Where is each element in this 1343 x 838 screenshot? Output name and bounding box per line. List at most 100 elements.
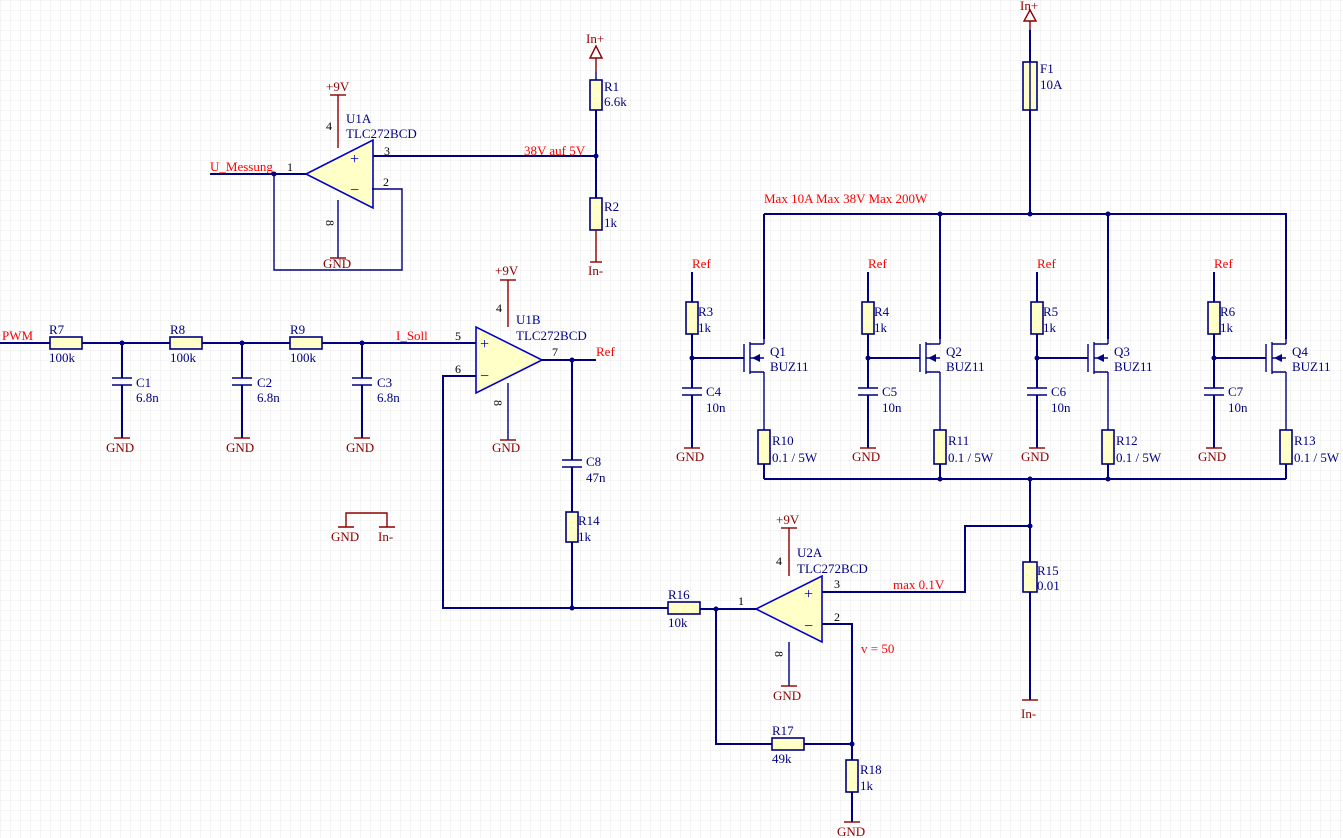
net-gain-label: v = 50 bbox=[861, 641, 894, 656]
svg-text:C5: C5 bbox=[882, 384, 897, 399]
svg-text:2: 2 bbox=[834, 610, 840, 624]
svg-text:6.8n: 6.8n bbox=[377, 390, 400, 405]
net-ref-label-u1b: Ref bbox=[596, 344, 615, 359]
u1a-section: In+ R1 6.6k R2 1k In- 38V auf 5V 3 + − 2… bbox=[210, 31, 627, 278]
r2-value: 1k bbox=[604, 215, 618, 230]
svg-text:1k: 1k bbox=[698, 320, 712, 335]
svg-text:8: 8 bbox=[323, 220, 337, 226]
svg-text:+: + bbox=[350, 151, 359, 168]
gnd-in-tie: GND In- bbox=[331, 512, 395, 544]
r17-resistor[interactable] bbox=[771, 737, 805, 751]
svg-text:BUZ11: BUZ11 bbox=[946, 359, 985, 374]
svg-text:GND: GND bbox=[676, 449, 704, 464]
svg-text:5: 5 bbox=[455, 329, 461, 343]
u1b-opamp[interactable] bbox=[475, 325, 544, 395]
r2-resistor[interactable] bbox=[589, 197, 603, 231]
svg-text:10n: 10n bbox=[706, 400, 726, 415]
svg-text:Ref: Ref bbox=[1037, 256, 1056, 271]
u2a-section: + − 3 2 1 v = 50 R16 10k R17 49k R18 1k … bbox=[667, 512, 894, 838]
r1-designator: R1 bbox=[604, 79, 619, 94]
u1a-designator: U1A bbox=[346, 111, 372, 126]
r1-resistor[interactable] bbox=[589, 79, 603, 111]
svg-text:10n: 10n bbox=[882, 400, 902, 415]
r11-resistor[interactable] bbox=[933, 429, 947, 465]
svg-text:49k: 49k bbox=[772, 751, 792, 766]
svg-text:GND: GND bbox=[837, 824, 865, 838]
svg-text:7: 7 bbox=[552, 345, 558, 359]
u1a-opamp[interactable] bbox=[304, 138, 374, 210]
svg-text:GND: GND bbox=[852, 449, 880, 464]
r15-shunt-resistor[interactable] bbox=[1022, 561, 1038, 593]
svg-text:100k: 100k bbox=[290, 350, 317, 365]
svg-text:BUZ11: BUZ11 bbox=[1114, 359, 1153, 374]
u1b-section: + − 5 6 7 Ref C8 47n R14 1k +9V 4 8 GND … bbox=[442, 263, 668, 611]
svg-text:GND: GND bbox=[226, 440, 254, 455]
svg-text:C8: C8 bbox=[586, 454, 601, 469]
svg-text:Q4: Q4 bbox=[1292, 344, 1308, 359]
r14-resistor[interactable] bbox=[565, 511, 579, 543]
svg-text:+: + bbox=[480, 336, 489, 353]
r4-resistor[interactable] bbox=[861, 301, 875, 335]
svg-text:Q1: Q1 bbox=[770, 344, 786, 359]
r3-resistor[interactable] bbox=[685, 301, 699, 335]
q1-mosfet[interactable] bbox=[743, 339, 765, 430]
u2a-opamp[interactable] bbox=[754, 574, 823, 644]
svg-text:0.01: 0.01 bbox=[1037, 578, 1060, 593]
svg-text:R3: R3 bbox=[698, 304, 713, 319]
svg-text:R4: R4 bbox=[874, 304, 890, 319]
r8-resistor[interactable] bbox=[169, 336, 203, 350]
u1b-part: TLC272BCD bbox=[516, 328, 587, 343]
in-plus-arrow-icon bbox=[588, 44, 604, 59]
svg-text:GND: GND bbox=[492, 440, 520, 455]
q3-mosfet[interactable] bbox=[1087, 339, 1109, 430]
svg-text:R17: R17 bbox=[772, 723, 794, 738]
in-minus-label-r2: In- bbox=[588, 263, 603, 278]
u1a-gnd-label: GND bbox=[323, 256, 351, 271]
q4-mosfet[interactable] bbox=[1265, 339, 1287, 430]
svg-text:GND: GND bbox=[1198, 449, 1226, 464]
svg-text:10k: 10k bbox=[668, 615, 688, 630]
r6-resistor[interactable] bbox=[1207, 301, 1221, 335]
svg-text:100k: 100k bbox=[49, 350, 76, 365]
svg-text:8: 8 bbox=[772, 651, 786, 657]
r18-resistor[interactable] bbox=[845, 759, 859, 793]
r1-value: 6.6k bbox=[604, 94, 627, 109]
r13-resistor[interactable] bbox=[1279, 429, 1293, 465]
svg-text:47n: 47n bbox=[586, 470, 606, 485]
svg-text:0.1 / 5W: 0.1 / 5W bbox=[1116, 450, 1162, 465]
svg-text:BUZ11: BUZ11 bbox=[770, 359, 809, 374]
svg-text:Q3: Q3 bbox=[1114, 344, 1130, 359]
r5-resistor[interactable] bbox=[1030, 301, 1044, 335]
svg-text:In-: In- bbox=[378, 529, 393, 544]
svg-text:R12: R12 bbox=[1116, 433, 1138, 448]
svg-text:GND: GND bbox=[773, 688, 801, 703]
svg-text:−: − bbox=[480, 368, 489, 385]
svg-text:C7: C7 bbox=[1228, 384, 1244, 399]
svg-text:C2: C2 bbox=[257, 375, 272, 390]
power-stage: In+ F1 10A Max 10A Max 38V Max 200W Ref … bbox=[676, 0, 1340, 721]
svg-text:R10: R10 bbox=[772, 433, 794, 448]
r16-resistor[interactable] bbox=[667, 601, 701, 615]
svg-text:6.8n: 6.8n bbox=[257, 390, 280, 405]
svg-text:GND: GND bbox=[346, 440, 374, 455]
svg-text:R6: R6 bbox=[1220, 304, 1236, 319]
r10-resistor[interactable] bbox=[757, 429, 771, 465]
r9-resistor[interactable] bbox=[289, 336, 323, 350]
r7-resistor[interactable] bbox=[49, 336, 83, 350]
svg-text:−: − bbox=[350, 182, 359, 199]
svg-text:0.1 / 5W: 0.1 / 5W bbox=[772, 450, 818, 465]
svg-text:1: 1 bbox=[287, 160, 293, 174]
u1b-designator: U1B bbox=[516, 312, 541, 327]
net-pwm-label: PWM bbox=[2, 328, 34, 343]
svg-text:4: 4 bbox=[326, 119, 332, 133]
svg-text:R7: R7 bbox=[49, 322, 65, 337]
svg-text:R5: R5 bbox=[1043, 304, 1058, 319]
q2-mosfet[interactable] bbox=[919, 339, 941, 430]
r12-resistor[interactable] bbox=[1101, 429, 1115, 465]
svg-text:6.8n: 6.8n bbox=[136, 390, 159, 405]
svg-text:100k: 100k bbox=[170, 350, 197, 365]
svg-text:4: 4 bbox=[496, 301, 502, 315]
svg-text:C3: C3 bbox=[377, 375, 392, 390]
